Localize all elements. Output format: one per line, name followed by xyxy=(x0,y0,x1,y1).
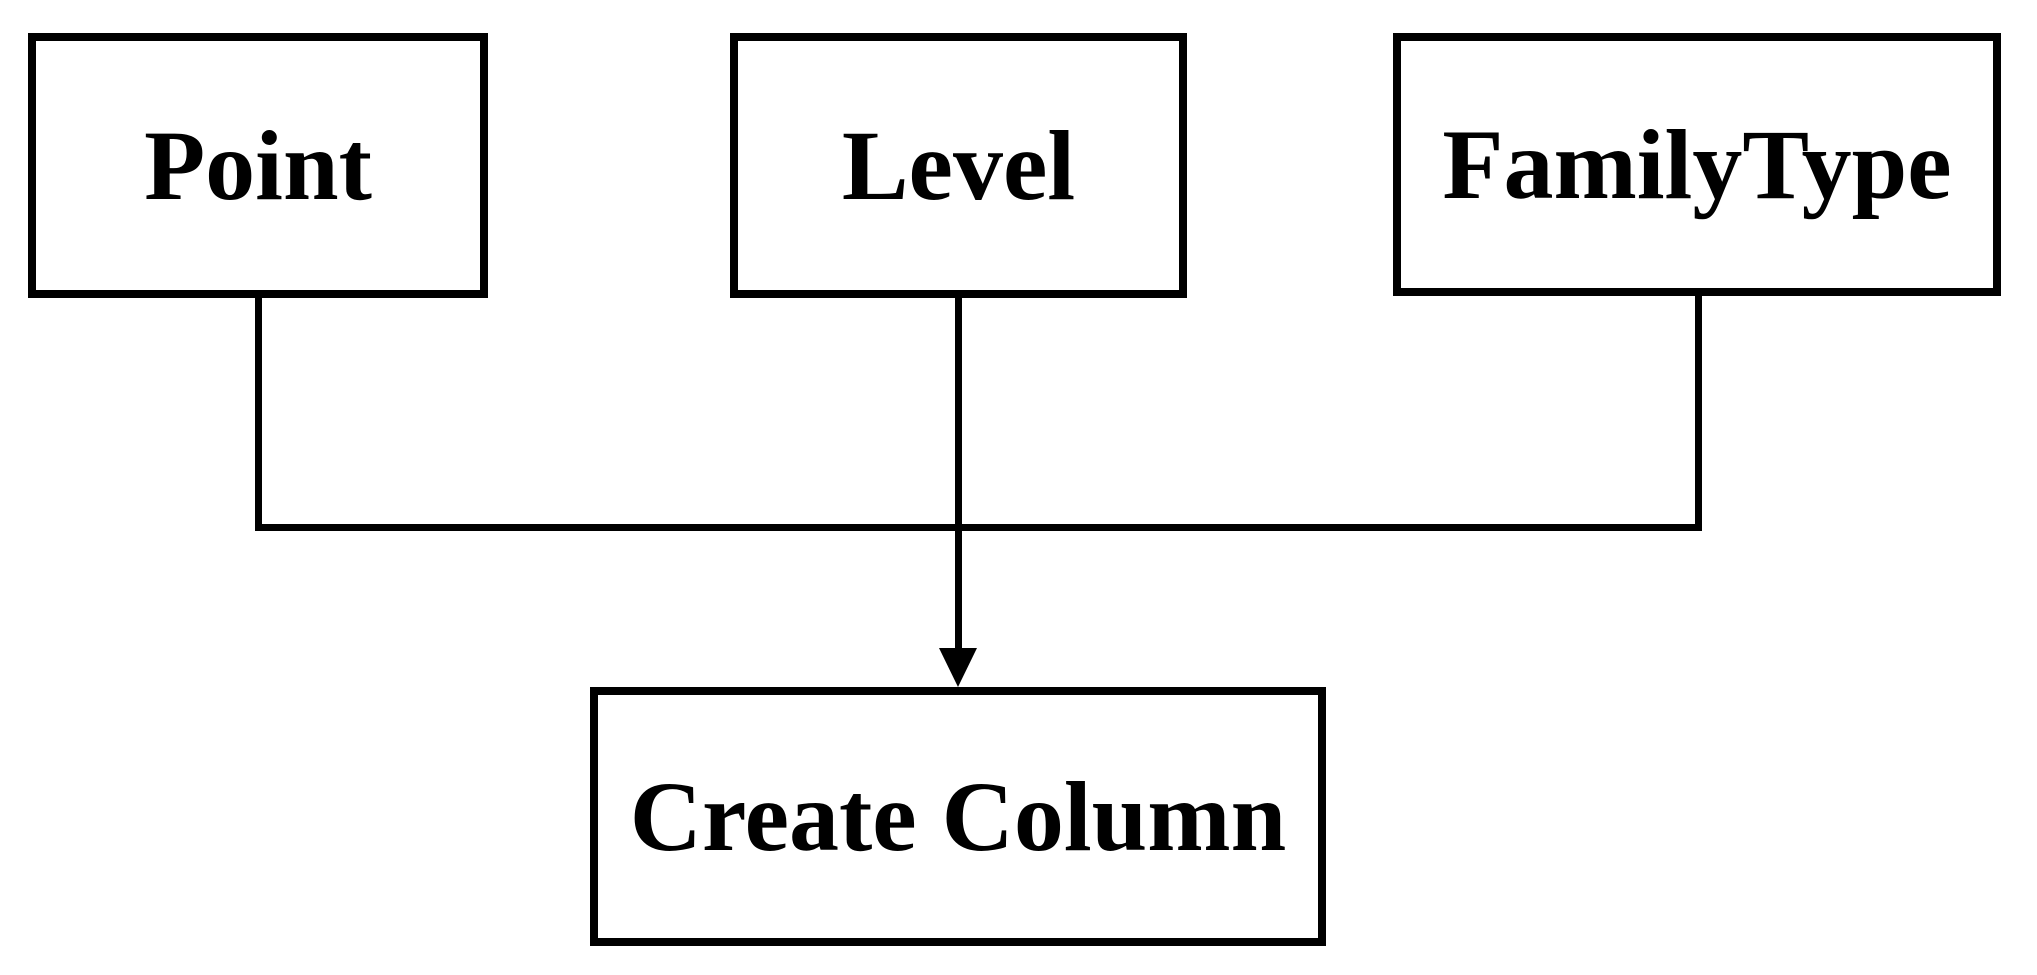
node-level: Level xyxy=(730,33,1187,298)
node-create-column: Create Column xyxy=(590,687,1326,946)
arrowhead-down-icon xyxy=(939,648,977,687)
node-level-label: Level xyxy=(841,110,1076,221)
node-point: Point xyxy=(28,33,488,298)
node-family-type: FamilyType xyxy=(1393,33,2001,296)
node-point-label: Point xyxy=(144,110,372,221)
node-family-type-label: FamilyType xyxy=(1442,109,1952,220)
connector-horizontal-bus xyxy=(255,524,1702,531)
connector-point-vertical xyxy=(255,296,262,531)
node-create-column-label: Create Column xyxy=(629,761,1287,872)
connector-level-vertical xyxy=(955,296,962,653)
connector-family-type-vertical xyxy=(1695,294,1702,531)
